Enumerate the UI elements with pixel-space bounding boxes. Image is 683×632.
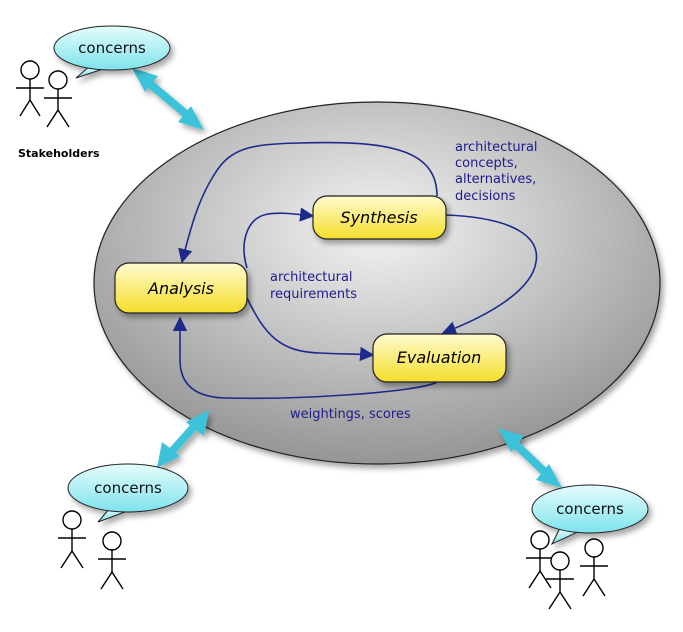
flow-label-weightings: weightings, scores (290, 407, 411, 422)
stakeholders-caption: Stakeholders (18, 147, 100, 160)
concerns-bubble-bottom-right (531, 484, 649, 546)
stakeholder-figure (546, 551, 574, 610)
stakeholder-figure (526, 530, 554, 589)
analysis-node[interactable] (114, 262, 248, 314)
stakeholder-figure (58, 510, 86, 569)
stakeholder-figure (580, 538, 608, 597)
synthesis-node-label: Synthesis (340, 208, 417, 227)
stakeholder-figure (98, 531, 126, 590)
concerns-bubble-bottom-left (67, 463, 189, 523)
flow-label-concepts: architectural concepts, alternatives, de… (455, 140, 542, 204)
double-arrow-bottom-right (498, 428, 562, 488)
evaluation-node[interactable] (372, 333, 507, 383)
synthesis-node[interactable] (312, 195, 447, 240)
concerns-label-bottom-right: concerns (556, 500, 624, 518)
double-arrow-top-left (132, 68, 204, 130)
stakeholder-figure (44, 70, 72, 128)
concerns-label-bottom-left: concerns (94, 479, 162, 497)
flow-evaluation-to-analysis (172, 316, 438, 400)
flow-analysis-to-synthesis (243, 207, 315, 269)
stakeholder-figure (16, 60, 44, 117)
flow-label-requirements: architectural requirements (270, 270, 357, 302)
flow-synthesis-to-analysis (178, 141, 438, 264)
process-ellipse (93, 101, 661, 465)
double-arrow-bottom-left (157, 410, 209, 468)
analysis-node-label: Analysis (147, 279, 214, 298)
flow-synthesis-to-evaluation (441, 214, 538, 336)
concerns-label-top-left: concerns (78, 39, 146, 57)
concerns-bubble-top-left (53, 25, 171, 79)
evaluation-node-label: Evaluation (397, 348, 481, 367)
flow-analysis-to-evaluation (246, 297, 375, 362)
